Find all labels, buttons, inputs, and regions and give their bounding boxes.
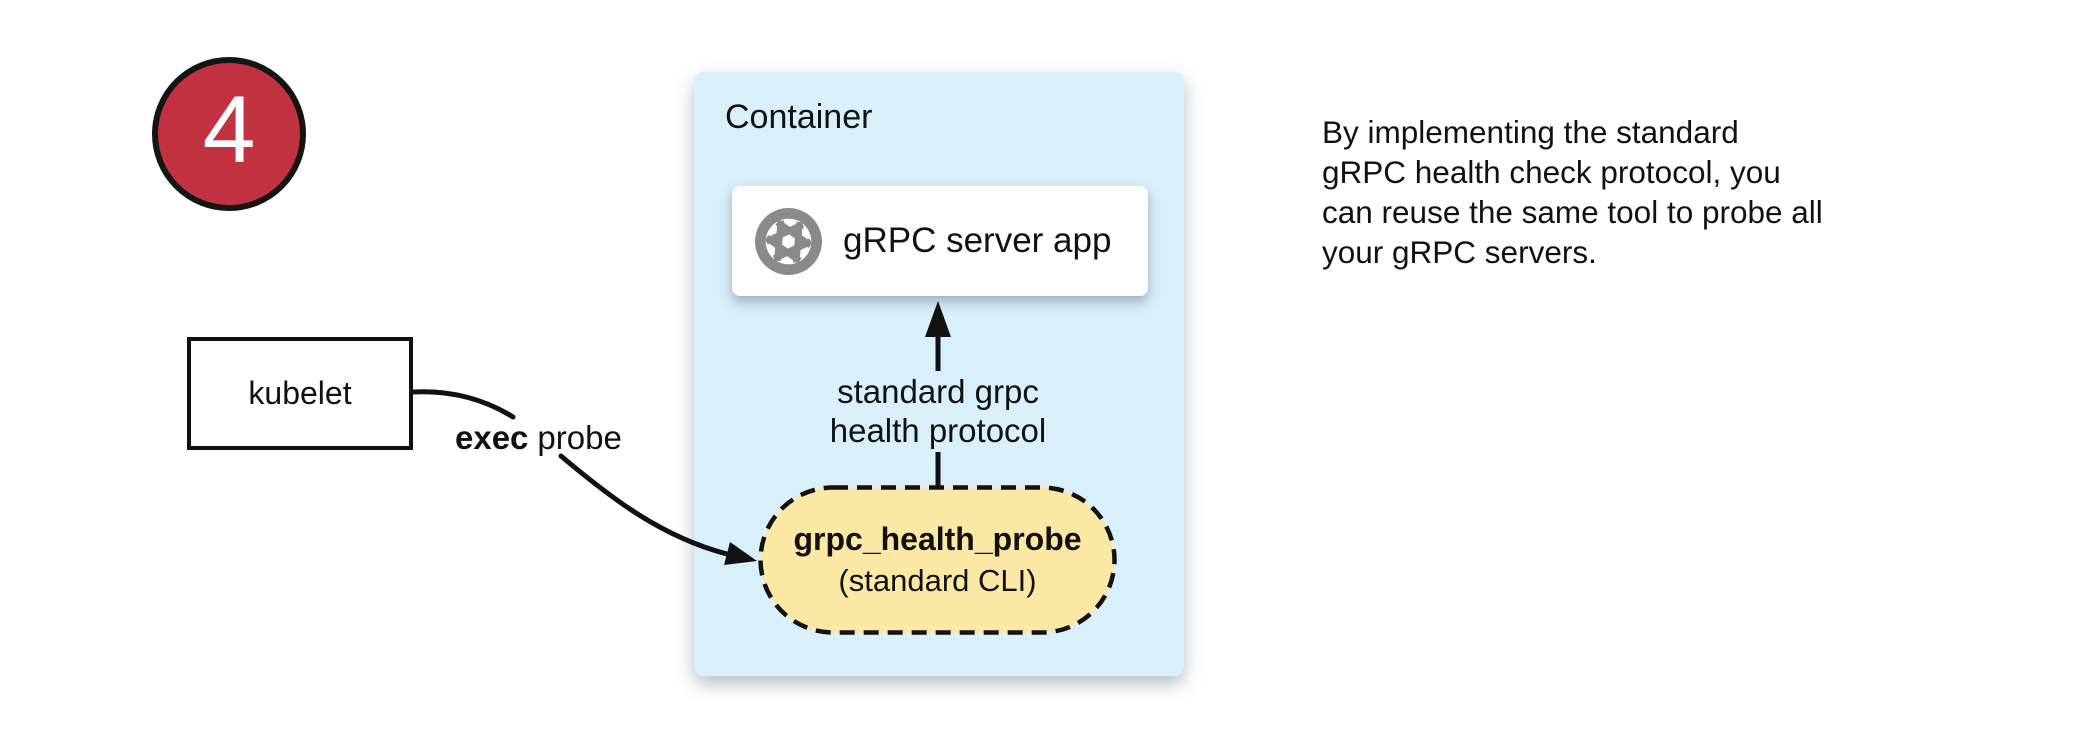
kubelet-arrow-segment: [411, 389, 516, 420]
annotation-line: your gRPC servers.: [1322, 234, 1597, 270]
exec-probe-keyword: exec: [455, 419, 529, 456]
kubelet-node: kubelet: [187, 337, 413, 450]
kubelet-label: kubelet: [248, 375, 352, 411]
protocol-label-line1: standard grpc: [837, 373, 1039, 410]
annotation-line: can reuse the same tool to probe all: [1322, 194, 1823, 230]
annotation-line: gRPC health check protocol, you: [1322, 154, 1781, 190]
probe-pill-outline: [758, 485, 1117, 635]
annotation-line: By implementing the standard: [1322, 114, 1739, 150]
step-number: 4: [202, 76, 256, 183]
annotation-text: By implementing the standard gRPC health…: [1322, 112, 1902, 272]
container-node: Container gRPC ser: [694, 72, 1184, 676]
aperture-icon: [752, 205, 825, 278]
step-badge: 4: [152, 57, 306, 211]
exec-probe-text: probe: [537, 419, 622, 456]
container-title: Container: [725, 98, 873, 136]
grpc-server-app-node: gRPC server app: [732, 186, 1148, 296]
grpc-server-app-label: gRPC server app: [843, 221, 1112, 260]
protocol-label: standard grpc health protocol: [778, 372, 1098, 450]
probe-name: grpc_health_probe: [793, 521, 1082, 557]
probe-subtitle: (standard CLI): [838, 563, 1037, 598]
grpc-health-probe-node: grpc_health_probe (standard CLI): [758, 485, 1117, 635]
protocol-label-line2: health protocol: [829, 412, 1047, 449]
